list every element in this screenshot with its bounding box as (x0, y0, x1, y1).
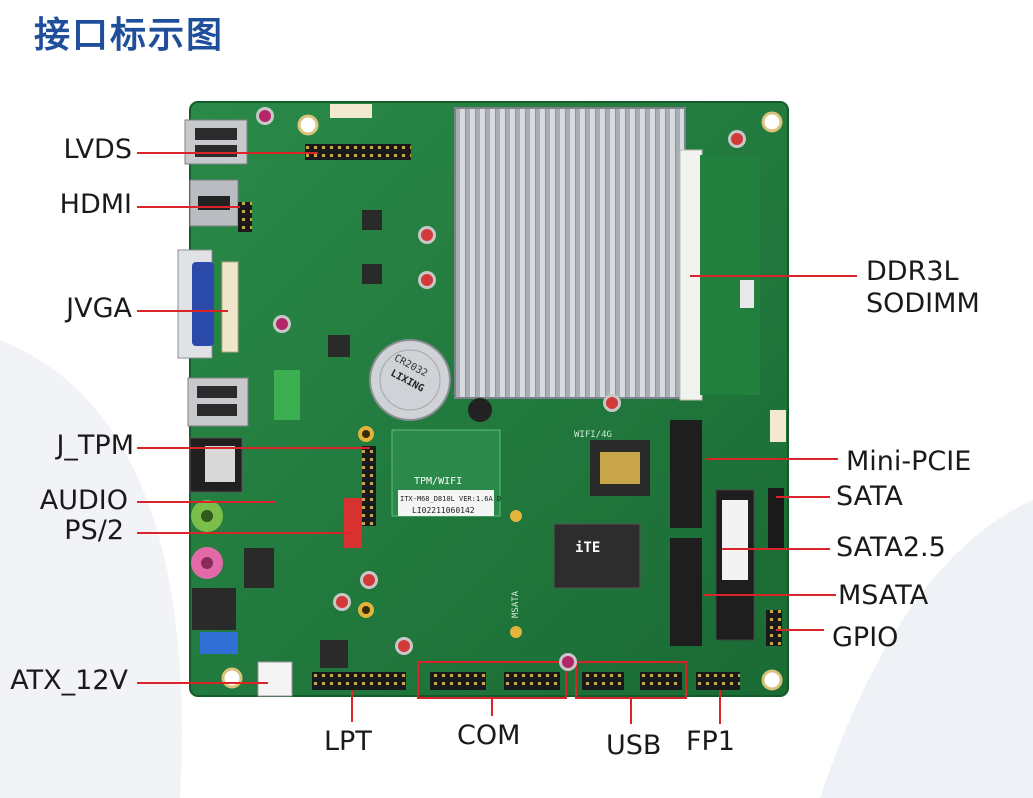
label-audio: AUDIO (39, 485, 128, 516)
mount-hole (761, 669, 783, 691)
label-com: COM (457, 720, 521, 751)
label-msata: MSATA (838, 580, 929, 611)
model-line: ITX-M68_D810L VER:1.6A D (400, 495, 501, 503)
label-usb: USB (606, 730, 662, 761)
label-sata25: SATA2.5 (836, 532, 946, 563)
label-atx-12v: ATX_12V (10, 665, 128, 696)
label-fp1: FP1 (686, 726, 735, 757)
label-hdmi: HDMI (59, 189, 132, 220)
fp1-header (696, 672, 740, 690)
usb1-header (582, 672, 624, 690)
wifi-label: WIFI/4G (574, 430, 612, 440)
label-gpio: GPIO (832, 622, 899, 653)
label-sata: SATA (836, 481, 903, 512)
mini-pcie-slot (670, 420, 702, 528)
label-lvds: LVDS (63, 134, 132, 165)
serial-number: LI02211060142 (412, 506, 475, 515)
dc-terminal (200, 632, 238, 654)
mount-hole (221, 667, 243, 689)
ps2-connector (192, 588, 236, 630)
tpm-header (362, 446, 376, 526)
leader-lines (137, 152, 857, 724)
hdmi-header (238, 202, 252, 232)
usb2-header (640, 672, 682, 690)
label-ddr3l: DDR3L (866, 256, 959, 287)
mount-hole (297, 114, 319, 136)
com1-header (430, 672, 486, 690)
atx-12v-connector (257, 661, 293, 697)
msata-silk: MSATA (511, 590, 521, 618)
mount-hole (761, 111, 783, 133)
sata-connector (768, 488, 784, 548)
capacitors (256, 107, 746, 671)
com2-header (504, 672, 560, 690)
label-j-tpm: J_TPM (56, 430, 134, 461)
gpio-header (766, 610, 782, 646)
lvds-header (305, 144, 411, 160)
label-sodimm: SODIMM (866, 288, 980, 319)
label-jvga: JVGA (66, 293, 132, 324)
cmos-battery (369, 339, 451, 421)
ite-chip (553, 523, 641, 589)
page-title: 接口标示图 (34, 15, 225, 56)
msata-slot (670, 538, 702, 646)
lvds-usb-port (184, 119, 248, 165)
vga-header (221, 261, 239, 353)
heatsink (454, 107, 686, 399)
label-mini-pcie: Mini-PCIE (846, 446, 972, 477)
ite-logo: iTE (575, 540, 600, 556)
label-lpt: LPT (324, 726, 372, 757)
ps2-header (344, 498, 362, 548)
lpt-header (312, 672, 406, 690)
usb-port (187, 377, 249, 427)
tpm-wifi-label: TPM/WIFI (414, 476, 462, 487)
label-ps2: PS/2 (64, 515, 124, 546)
